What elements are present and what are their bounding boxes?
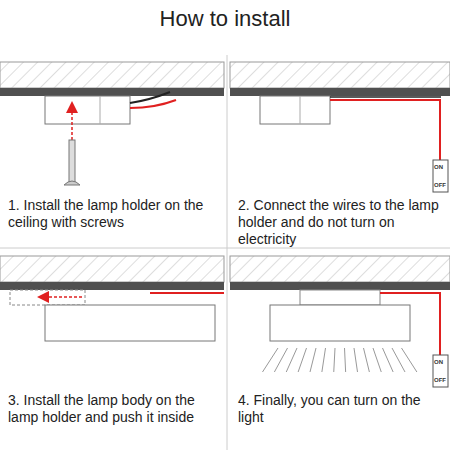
wall-switch <box>433 160 448 192</box>
light-rays <box>263 348 417 372</box>
wire <box>330 100 440 160</box>
step-caption: 1. Install the lamp holder on the ceilin… <box>8 197 226 231</box>
step-caption: 4. Finally, you can turn on the light <box>238 392 428 426</box>
wall-switch <box>433 355 448 387</box>
step-caption: 2. Connect the wires to the lamp holder … <box>238 197 448 248</box>
lamp-body <box>45 305 215 341</box>
lamp-holder <box>260 96 330 124</box>
panel-divider <box>227 55 228 450</box>
switch-label: OFF <box>434 182 448 188</box>
screw <box>64 140 80 185</box>
lamp-holder <box>45 96 130 124</box>
push-arrow <box>40 296 82 298</box>
switch-label: ON <box>434 359 448 365</box>
panel-divider <box>0 248 450 249</box>
step-caption: 3. Install the lamp body on the lamp hol… <box>8 392 226 426</box>
switch-label: ON <box>434 164 448 170</box>
wire <box>380 293 440 355</box>
wires <box>130 92 176 108</box>
switch-label: OFF <box>434 377 448 383</box>
lamp-body <box>270 305 410 341</box>
title: How to install <box>0 6 450 32</box>
lamp-holder <box>10 290 85 305</box>
wire <box>330 96 441 98</box>
lamp-holder <box>300 290 380 305</box>
wire <box>150 292 224 294</box>
ceiling <box>0 62 450 290</box>
